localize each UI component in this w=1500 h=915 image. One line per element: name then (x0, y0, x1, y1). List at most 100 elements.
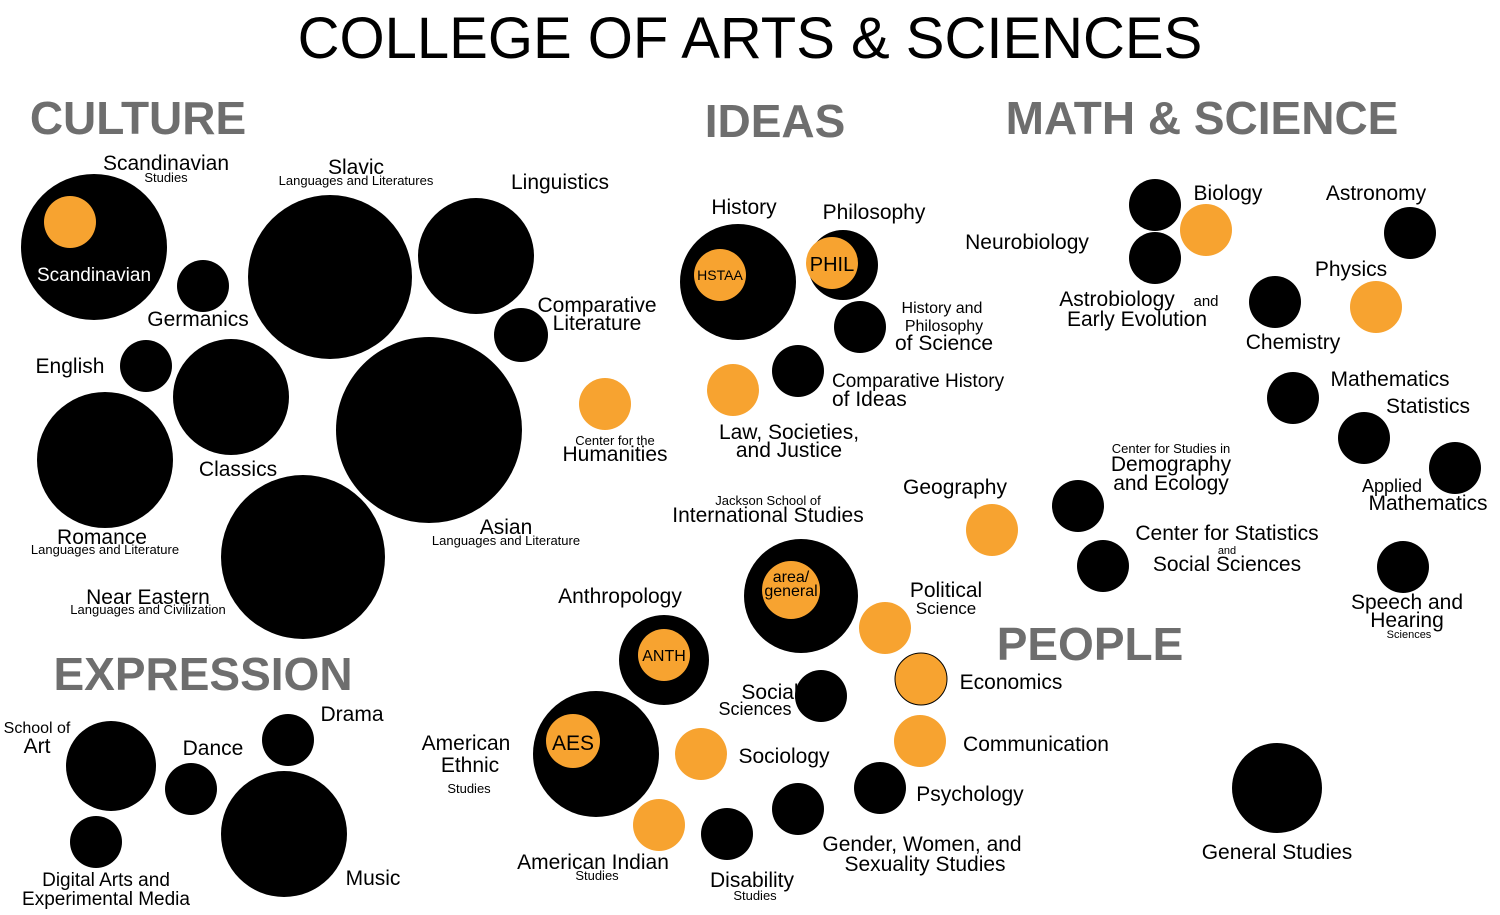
label-astrobio-2: Early Evolution (1067, 308, 1207, 331)
label-gws-1: Gender, Women, and (822, 833, 1021, 856)
label-astrobio-and: and (1193, 293, 1218, 310)
label-aes-2: Ethnic (441, 754, 499, 777)
label-hps-3: of Science (895, 332, 993, 355)
label-polisci-2: Science (916, 599, 976, 618)
label-aes-1: American (422, 732, 511, 755)
node-political-science: Political Science (859, 579, 982, 654)
label-soc-sci-1: Social (741, 681, 798, 704)
label-english: English (36, 355, 105, 378)
section-math-science: MATH & SCIENCE (1006, 92, 1399, 144)
label-dance: Dance (183, 737, 244, 760)
page-title: COLLEGE OF ARTS & SCIENCES (298, 6, 1203, 71)
label-demog-1: Center for Studies in (1112, 441, 1231, 456)
node-chemistry: Chemistry (1246, 276, 1341, 354)
label-cssc-2: Social Sciences (1153, 553, 1301, 576)
label-biology: Biology (1194, 182, 1263, 205)
node-romance: Romance Languages and Literature (31, 392, 179, 557)
label-art-1: School of (4, 720, 71, 737)
label-near-eastern: Near Eastern (86, 586, 210, 609)
node-asian: Asian Languages and Literature (336, 337, 580, 548)
label-applied-1: Applied (1362, 476, 1422, 496)
bubble-dance (165, 763, 217, 815)
label-chi-2: of Ideas (832, 388, 907, 411)
node-mathematics: Mathematics (1267, 368, 1450, 424)
node-physics: Physics (1315, 258, 1402, 333)
label-near-eastern-sub: Languages and Civilization (70, 602, 225, 617)
bubble-drama (262, 714, 314, 766)
bubble-scandinavian (21, 174, 167, 320)
bubble-psychology (854, 762, 906, 814)
label-speech-3: Sciences (1387, 629, 1432, 641)
bubble-applied-mathematics (1429, 442, 1481, 494)
label-astronomy: Astronomy (1326, 182, 1427, 205)
label-humanities-1: Center for the (575, 433, 655, 448)
bubble-gws (772, 783, 824, 835)
label-scandinavian: Scandinavian (103, 152, 229, 175)
label-jsis-2: International Studies (672, 504, 863, 527)
bubble-disability-studies (701, 808, 753, 860)
bubble-scandinavian-program (44, 196, 96, 248)
label-dxarts-2: Experimental Media (22, 889, 190, 910)
label-anthropology: Anthropology (558, 585, 682, 608)
bubble-aes (546, 714, 600, 768)
node-gender-women-sexuality: Gender, Women, and Sexuality Studies (772, 783, 1022, 876)
bubble-sociology (675, 728, 727, 780)
label-linguistics: Linguistics (511, 171, 609, 194)
bubble-dxarts (70, 816, 122, 868)
bubble-biology-a (1129, 179, 1181, 231)
bubble-biology-b (1129, 232, 1181, 284)
bubble-economics (894, 652, 948, 706)
bubble-law (707, 364, 759, 416)
node-classics: Classics (173, 339, 289, 481)
node-general-studies: General Studies (1202, 743, 1352, 864)
label-cssc-and: and (1218, 545, 1236, 557)
node-astronomy: Astronomy (1326, 182, 1436, 259)
bubble-comparative-literature (494, 308, 548, 362)
label-comp-lit-2: Literature (553, 312, 642, 335)
label-astrobio-1: Astrobiology (1059, 288, 1175, 311)
label-slavic: Slavic (328, 156, 384, 179)
label-cssc-1: Center for Statistics (1135, 522, 1318, 545)
node-linguistics: Linguistics (418, 171, 609, 314)
label-sociology: Sociology (738, 745, 830, 768)
node-psychology: Psychology (854, 762, 1024, 814)
label-phil: PHIL (810, 254, 854, 276)
bubble-mathematics (1267, 372, 1319, 424)
bubble-school-of-art (66, 721, 156, 811)
label-law-1: Law, Societies, (719, 421, 859, 444)
label-romance: Romance (57, 526, 147, 549)
bubble-american-indian-studies (633, 799, 685, 851)
node-communication: Communication (894, 715, 1109, 767)
node-near-eastern: Near Eastern Languages and Civilization (70, 475, 385, 639)
bubble-biology-program (1180, 204, 1232, 256)
bubble-physics (1350, 281, 1402, 333)
bubble-slavic (248, 195, 412, 359)
bubble-near-eastern (221, 475, 385, 639)
bubble-social-sciences (795, 670, 847, 722)
label-music: Music (346, 867, 401, 890)
label-jsis-1: Jackson School of (715, 493, 821, 508)
bubble-hstaa (694, 249, 746, 301)
node-anthropology: ANTH Anthropology (558, 585, 709, 705)
bubble-music (221, 771, 347, 897)
label-gws-2: Sexuality Studies (844, 853, 1005, 876)
bubble-communication (894, 715, 946, 767)
label-physics: Physics (1315, 258, 1387, 281)
label-aes-3: Studies (447, 781, 491, 796)
label-dxarts-1: Digital Arts and (42, 870, 170, 891)
node-school-of-art: School of Art (4, 720, 156, 811)
node-social-sciences: Social Sciences (718, 670, 847, 722)
label-speech-2: Hearing (1370, 609, 1444, 632)
bubble-english (120, 340, 172, 392)
label-polisci-1: Political (910, 579, 982, 602)
bubble-linguistics (418, 198, 534, 314)
label-hstaa: HSTAA (697, 267, 743, 283)
bubble-area-general (762, 561, 820, 619)
label-neurobiology: Neurobiology (965, 231, 1089, 254)
label-speech-1: Speech and (1351, 591, 1463, 614)
node-american-ethnic-studies: AES American Ethnic Studies (422, 691, 659, 817)
label-area-2: general (764, 583, 817, 600)
label-drama: Drama (320, 703, 383, 726)
node-cssc: Center for Statistics and Social Science… (1077, 522, 1319, 592)
node-humanities: Center for the Humanities (562, 378, 668, 466)
